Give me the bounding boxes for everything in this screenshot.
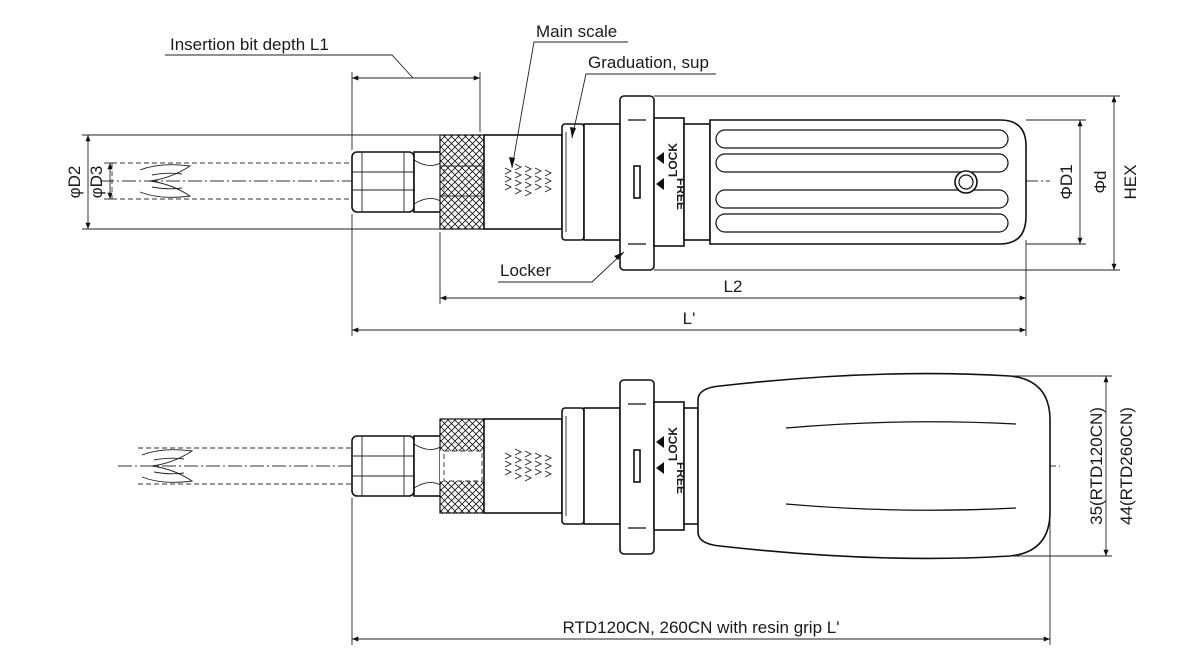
lock-mark-top: LOCK <box>666 143 680 177</box>
label-insertion-bit-depth: Insertion bit depth L1 <box>170 35 329 54</box>
dim-d2-d3: φD2 φD3 <box>65 134 440 230</box>
label-phi-d3: φD3 <box>87 166 106 199</box>
bottom-bit-holder <box>351 435 443 497</box>
label-locker: Locker <box>500 261 551 280</box>
label-phi-d2: φD2 <box>65 166 84 199</box>
dim-grip-diameter: 35(RTD120CN) 44(RTD260CN) <box>1010 375 1136 557</box>
dim-l-prime: L' <box>351 214 1026 336</box>
bottom-resin-handle <box>697 372 1051 560</box>
dim-l2: L2 <box>439 232 1027 336</box>
free-arrow-icon <box>656 178 664 190</box>
bottom-lock-body: LOCK FREE <box>653 401 699 531</box>
leader-locker: Locker <box>498 251 625 283</box>
label-dia-44: 44(RTD260CN) <box>1117 407 1136 525</box>
top-knurled-ring <box>439 134 485 230</box>
leader-main-scale: Main scale <box>509 22 628 169</box>
label-l2: L2 <box>724 277 743 296</box>
dim-resin-grip-length: RTD120CN, 260CN with resin grip L' <box>351 498 1051 645</box>
top-locker-flange <box>619 95 655 271</box>
lock-mark-bottom: LOCK <box>666 427 680 461</box>
lock-arrow-icon <box>656 436 664 448</box>
bottom-graduation-ring <box>561 407 621 525</box>
top-handle <box>709 119 1027 245</box>
top-scale-sleeve <box>483 134 563 230</box>
top-lock-body: LOCK FREE <box>653 117 711 247</box>
label-main-scale: Main scale <box>536 22 617 41</box>
bottom-driver-view: LOCK FREE 35(RTD120CN) 44(RTD260CN) RTD1… <box>118 372 1136 645</box>
label-phi-d1: ΦD1 <box>1057 164 1076 199</box>
free-arrow-icon <box>656 462 664 474</box>
bottom-locker-flange <box>619 379 655 555</box>
label-l-prime: L' <box>683 309 696 328</box>
top-bit-holder <box>351 151 443 213</box>
dim-d1-d-hex: ΦD1 Φd HEX <box>654 95 1140 271</box>
bottom-knurled-ring <box>439 418 485 514</box>
top-graduation-ring <box>561 123 621 241</box>
label-phi-d: Φd <box>1091 170 1110 193</box>
label-hex: HEX <box>1121 165 1140 200</box>
leader-graduation: Graduation, sup <box>570 53 716 139</box>
label-dia-35: 35(RTD120CN) <box>1087 407 1106 525</box>
dim-l1: Insertion bit depth L1 <box>165 35 481 150</box>
lock-arrow-icon <box>656 152 664 164</box>
label-resin-grip-length: RTD120CN, 260CN with resin grip L' <box>563 618 840 637</box>
label-graduation: Graduation, sup <box>588 53 709 72</box>
top-driver-view: LOCK FREE Insertion bit depth L1 Mai <box>65 22 1140 336</box>
bottom-scale-sleeve <box>483 418 563 514</box>
